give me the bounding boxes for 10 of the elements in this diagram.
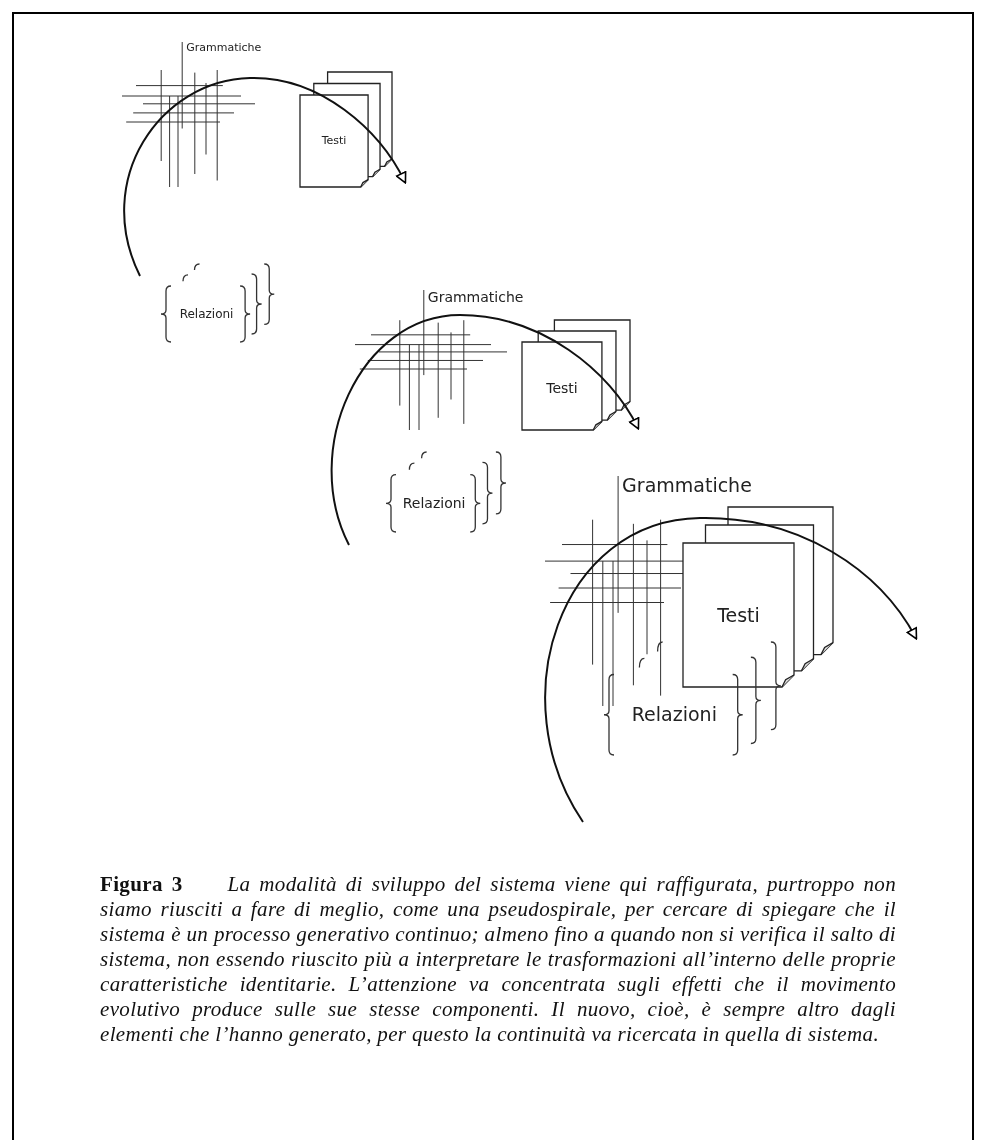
part-label: Relazioni (630, 705, 718, 725)
part-label: Testi (545, 380, 579, 395)
part-label: Testi (716, 606, 761, 625)
part-label: Grammatiche (186, 42, 262, 53)
part-label: Relazioni (401, 496, 467, 511)
part-label: Testi (320, 135, 348, 147)
part-label: Grammatiche (427, 290, 524, 304)
part-label: Relazioni (178, 308, 235, 320)
part-label: Grammatiche (622, 476, 752, 495)
figure-caption: Figura 3 La modalità di sviluppo del sistema viene qui raffigurata, purtroppo non siamo riusciti a fare di meglio, come una pseudospirale, per cercare di spiegare che il sistema è un processo generativo continuo; almeno fino a quando non si verifica il salto di sistema, non essendo riuscito più a interpretare le trasformazioni all’interno delle proprie caratteristiche identitarie. L’attenzione va concentrata sugli effetti che il movimento evolutivo produce sulle sue stesse componenti. Il nuovo, cioè, è sempre altro dagli elementi che l’hanno generato, per questo la continuità va ricercata in quella di sistema. (100, 872, 896, 1047)
